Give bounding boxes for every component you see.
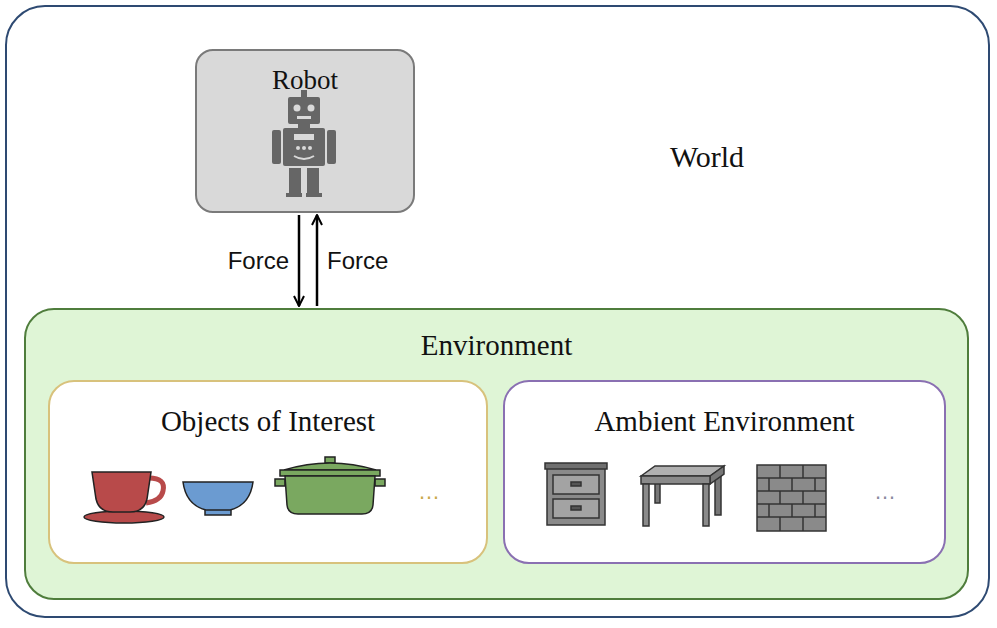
force-arrow bbox=[316, 215, 319, 306]
objects-group-box: Objects of Interest bbox=[48, 380, 488, 564]
table-icon bbox=[641, 466, 724, 526]
wall-icon bbox=[757, 465, 826, 531]
ellipsis-label: … bbox=[874, 481, 896, 503]
environment-box: EnvironmentObjects of Interest Ambient En… bbox=[24, 308, 969, 600]
bowl-icon bbox=[183, 482, 253, 515]
node-title: Ambient Environment bbox=[505, 406, 944, 438]
cabinet-icon bbox=[545, 463, 607, 525]
ambient-group-box: Ambient Environment bbox=[503, 380, 946, 564]
node-title: Objects of Interest bbox=[50, 406, 486, 438]
force-arrow bbox=[298, 215, 301, 306]
cup-icon bbox=[84, 472, 164, 523]
node-title: World bbox=[627, 140, 787, 173]
edge-label: Force bbox=[327, 249, 388, 273]
world-box: World RobotEnvironmentObjects of Interest… bbox=[5, 5, 990, 618]
robot-box: Robot bbox=[195, 49, 415, 213]
node-title: Robot bbox=[197, 66, 413, 96]
node-title: Environment bbox=[26, 330, 967, 362]
pot-icon bbox=[275, 457, 385, 514]
edge-label: Force bbox=[169, 249, 289, 273]
robot-icon bbox=[272, 90, 336, 197]
ellipsis-label: … bbox=[418, 481, 440, 503]
